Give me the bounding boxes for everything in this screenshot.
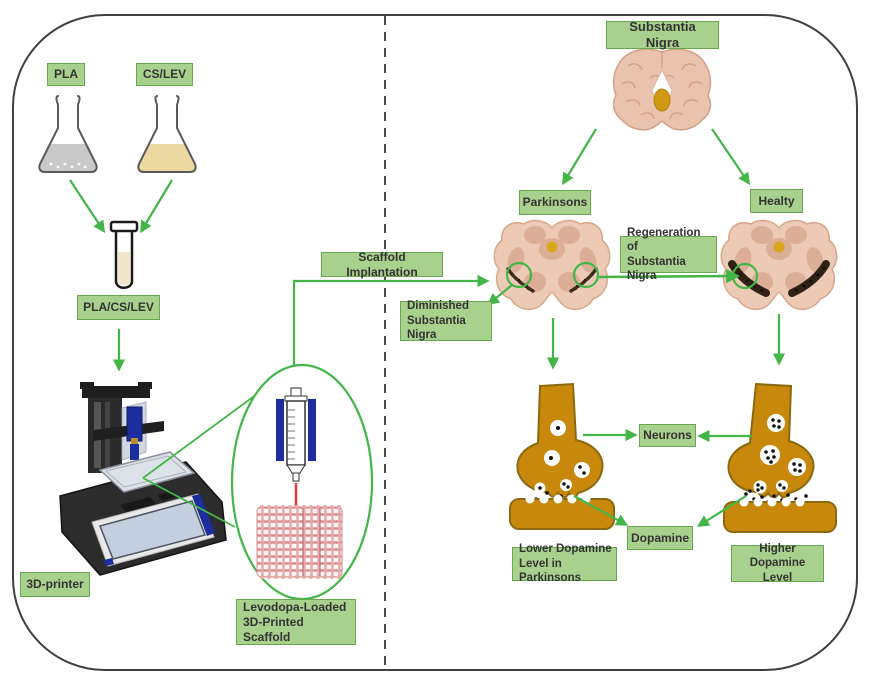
diminished-caption-line1: Diminished: [407, 300, 469, 313]
diminished-caption-line2: Substantia Nigra: [407, 314, 466, 342]
brain-coronal: [612, 48, 712, 131]
mixture-label: PLA/CS/LEV: [77, 295, 160, 320]
arrow-cleft-right-to-dopamine: [696, 495, 747, 527]
cs-lev-label-text: CS/LEV: [142, 67, 187, 81]
neurons-label: Neurons: [639, 424, 696, 447]
regeneration-caption-line1: Regeneration of: [627, 226, 701, 254]
substantia-highlight-circle-right: [572, 261, 600, 289]
parkinsons-midbrain: [493, 219, 611, 311]
lower-dopamine-line2: Level in Parkinsons: [519, 557, 581, 585]
magnifier-line-bottom: [142, 477, 236, 528]
parkinsons-label: Parkinsons: [519, 190, 591, 215]
lower-dopamine-line1: Lower Dopamine: [519, 543, 612, 556]
diminished-caption: Diminished Substantia Nigra: [400, 300, 492, 342]
arrow-brain-to-healthy: [711, 128, 751, 186]
parkinsons-label-text: Parkinsons: [522, 195, 588, 209]
arrow-cslev-to-tube: [140, 179, 173, 234]
neuron-healthy: [723, 382, 837, 533]
test-tube: [109, 220, 139, 289]
arrow-pla-to-tube: [69, 179, 105, 234]
scaffold-caption-line1: Levodopa-Loaded: [243, 599, 347, 614]
scaffold-caption-line2: 3D-Printed Scaffold: [243, 614, 304, 644]
healthy-label: Healty: [750, 189, 803, 213]
arrow-brain-to-parkinsons: [562, 128, 597, 186]
frame-border: [12, 14, 858, 671]
dopamine-label: Dopamine: [627, 526, 693, 550]
mixture-label-text: PLA/CS/LEV: [83, 300, 154, 314]
arrow-cleft-left-to-dopamine: [573, 495, 629, 526]
higher-dopamine-line2: Level: [762, 571, 793, 584]
printer-label-text: 3D-printer: [26, 577, 84, 591]
implantation-label: Scaffold Implantation: [321, 249, 443, 279]
neurons-label-text: Neurons: [643, 428, 692, 442]
regeneration-caption: Regeneration of Substantia Nigra: [620, 227, 717, 282]
pla-label-text: PLA: [54, 67, 78, 81]
cs-lev-flask: [137, 95, 197, 173]
dopamine-label-text: Dopamine: [631, 530, 690, 545]
healthy-label-text: Healty: [758, 193, 795, 208]
neuron-parkinsons: [509, 382, 615, 530]
pla-flask: [38, 95, 98, 173]
scaffold-mesh: [256, 505, 343, 579]
printer-label: 3D-printer: [20, 572, 90, 597]
higher-dopamine-line1: Higher Dopamine: [749, 542, 806, 570]
cs-lev-label: CS/LEV: [136, 63, 193, 86]
arrow-scaffold-implantation: [292, 274, 490, 366]
lower-dopamine-caption: Lower Dopamine Level in Parkinsons: [512, 543, 617, 584]
substantia-highlight-circle-left: [505, 261, 533, 289]
arrow-regeneration: [598, 268, 741, 284]
substantia-nigra-label-text: Substantia Nigra: [629, 18, 696, 50]
arrow-diminished: [487, 284, 513, 306]
printer-illustration: [59, 382, 227, 576]
implantation-label-text: Scaffold Implantation: [346, 249, 418, 279]
regeneration-caption-line2: Substantia Nigra: [627, 255, 686, 282]
scaffold-caption: Levodopa-Loaded 3D-Printed Scaffold: [236, 599, 356, 645]
pla-label: PLA: [47, 63, 85, 86]
higher-dopamine-caption: Higher Dopamine Level: [731, 542, 824, 584]
syringe-icon: [276, 387, 316, 482]
substantia-nigra-label: Substantia Nigra: [606, 18, 719, 50]
